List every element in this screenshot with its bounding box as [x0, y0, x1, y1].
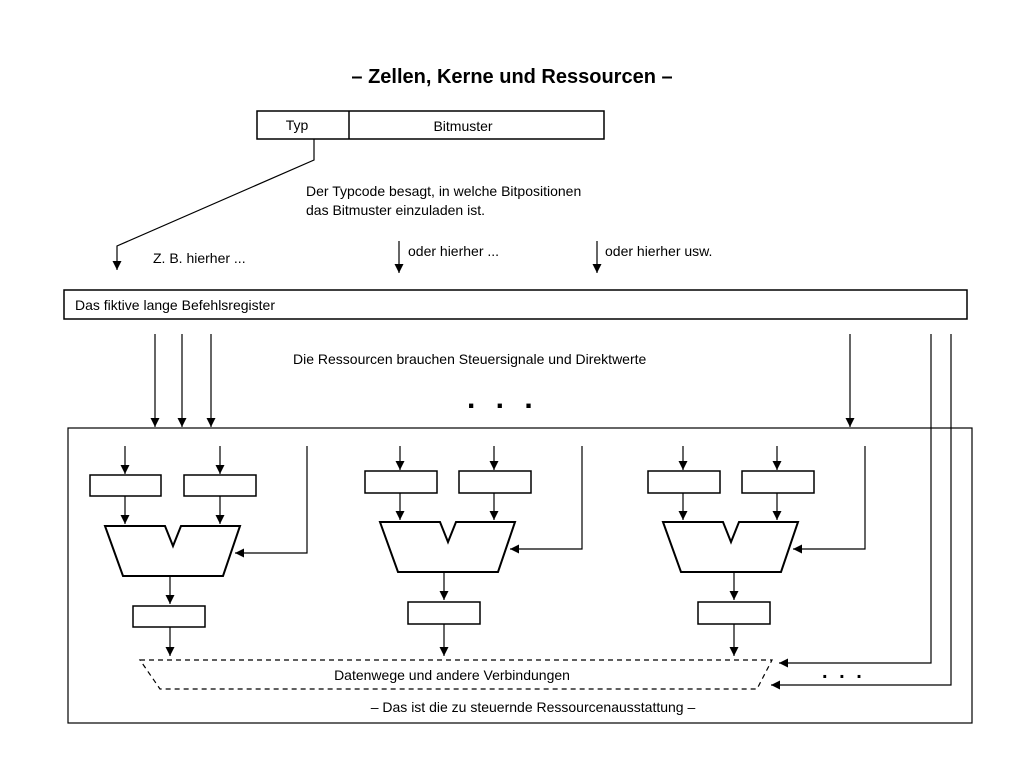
alu [661, 521, 800, 573]
cell-2 [364, 446, 583, 656]
operand-register-b [458, 470, 532, 494]
resources-note: Die Ressourcen brauchen Steuersignale un… [293, 351, 647, 367]
ellipsis-small: . . . [822, 661, 865, 683]
instruction-format: Typ Bitmuster [256, 110, 605, 140]
ellipsis-large: . . . [467, 382, 539, 415]
operand-register-a [647, 470, 721, 494]
operand-register-b [183, 474, 257, 497]
target-label-second: oder hierher ... [408, 243, 499, 259]
control-line-to-alu [510, 446, 583, 554]
cell-3 [647, 446, 866, 656]
result-register [132, 605, 206, 628]
type-field-label: Typ [286, 117, 309, 133]
alu [378, 521, 517, 573]
register-to-datapath-line [779, 334, 932, 668]
diagram-title: – Zellen, Kerne und Ressourcen – [351, 66, 672, 88]
alu [103, 525, 242, 577]
footer-caption: – Das ist die zu steuernde Ressourcenaus… [371, 699, 696, 715]
operand-register-b [741, 470, 815, 494]
bitpattern-field-label: Bitmuster [433, 118, 492, 134]
resource-container [67, 427, 973, 724]
cell-1 [89, 446, 308, 656]
register-to-datapath-line [771, 334, 952, 690]
result-register [697, 601, 771, 625]
control-signals [150, 334, 855, 427]
format-box [256, 110, 605, 140]
typecode-note-line1: Der Typcode besagt, in welche Bitpositio… [306, 183, 581, 199]
control-line-to-alu [793, 446, 866, 554]
typecode-connector [112, 139, 315, 270]
register-label: Das fiktive lange Befehlsregister [75, 297, 275, 313]
result-register [407, 601, 481, 625]
datapath-bus [138, 659, 773, 690]
datapath-label: Datenwege und andere Verbindungen [334, 667, 570, 683]
target-label-third: oder hierher usw. [605, 243, 712, 259]
operand-register-a [364, 470, 438, 494]
typecode-note-line2: das Bitmuster einzuladen ist. [306, 202, 485, 218]
control-line-to-alu [235, 446, 308, 558]
instruction-register [63, 289, 968, 320]
operand-register-a [89, 474, 162, 497]
target-label-first: Z. B. hierher ... [153, 250, 246, 266]
